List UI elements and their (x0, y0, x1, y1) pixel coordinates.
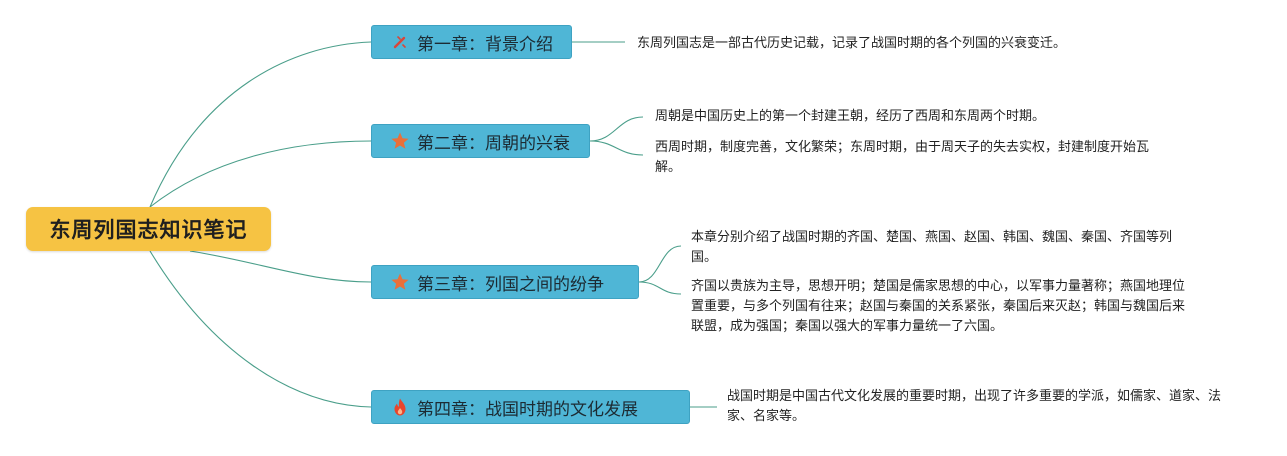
fire-icon (390, 397, 410, 417)
chapter-2-label: 第二章：周朝的兴衰 (417, 133, 570, 154)
chapter-4-label: 第四章：战国时期的文化发展 (417, 399, 638, 420)
link-root-chapter-3 (189, 250, 372, 283)
chapter-1-label: 第一章：背景介绍 (417, 34, 553, 55)
star-icon (390, 272, 410, 292)
chapter-1-note-1[interactable]: 东周列国志是一部古代历史记载，记录了战国时期的各个列国的兴衰变迁。 (637, 36, 1067, 51)
link-root-chapter-4 (149, 250, 372, 408)
link-chapter-3-note-1 (638, 245, 682, 283)
chapter-4-topic[interactable]: 第四章：战国时期的文化发展 (371, 390, 690, 424)
chapter-2-note-2[interactable]: 西周时期，制度完善，文化繁荣；东周时期，由于周天子的失去实权，封建制度开始瓦解。 (655, 140, 1150, 175)
chapter-3-label: 第三章：列国之间的纷争 (417, 274, 604, 295)
link-chapter-2-note-1 (589, 116, 644, 142)
pen-icon (390, 32, 410, 52)
chapter-4-note-1[interactable]: 战国时期是中国古代文化发展的重要时期，出现了许多重要的学派，如儒家、道家、法家、… (727, 389, 1222, 424)
chapter-3-note-2[interactable]: 齐国以贵族为主导，思想开明；楚国是儒家思想的中心，以军事力量著称；燕国地理位置重… (691, 279, 1186, 334)
root-topic-label: 东周列国志知识笔记 (49, 218, 248, 242)
chapter-2-topic[interactable]: 第二章：周朝的兴衰 (371, 124, 590, 158)
chapter-1-topic[interactable]: 第一章：背景介绍 (371, 25, 572, 59)
chapter-3-topic[interactable]: 第三章：列国之间的纷争 (371, 265, 639, 299)
root-topic[interactable]: 东周列国志知识笔记 (26, 207, 271, 251)
link-chapter-2-note-2 (589, 140, 644, 156)
link-root-chapter-2 (149, 140, 372, 208)
link-chapter-3-note-2 (638, 281, 682, 295)
star-icon (390, 131, 410, 151)
chapter-3-note-1[interactable]: 本章分别介绍了战国时期的齐国、楚国、燕国、赵国、韩国、魏国、秦国、齐国等列国。 (691, 230, 1173, 265)
link-root-chapter-1 (149, 41, 372, 208)
chapter-2-note-1[interactable]: 周朝是中国历史上的第一个封建王朝，经历了西周和东周两个时期。 (655, 109, 1046, 124)
